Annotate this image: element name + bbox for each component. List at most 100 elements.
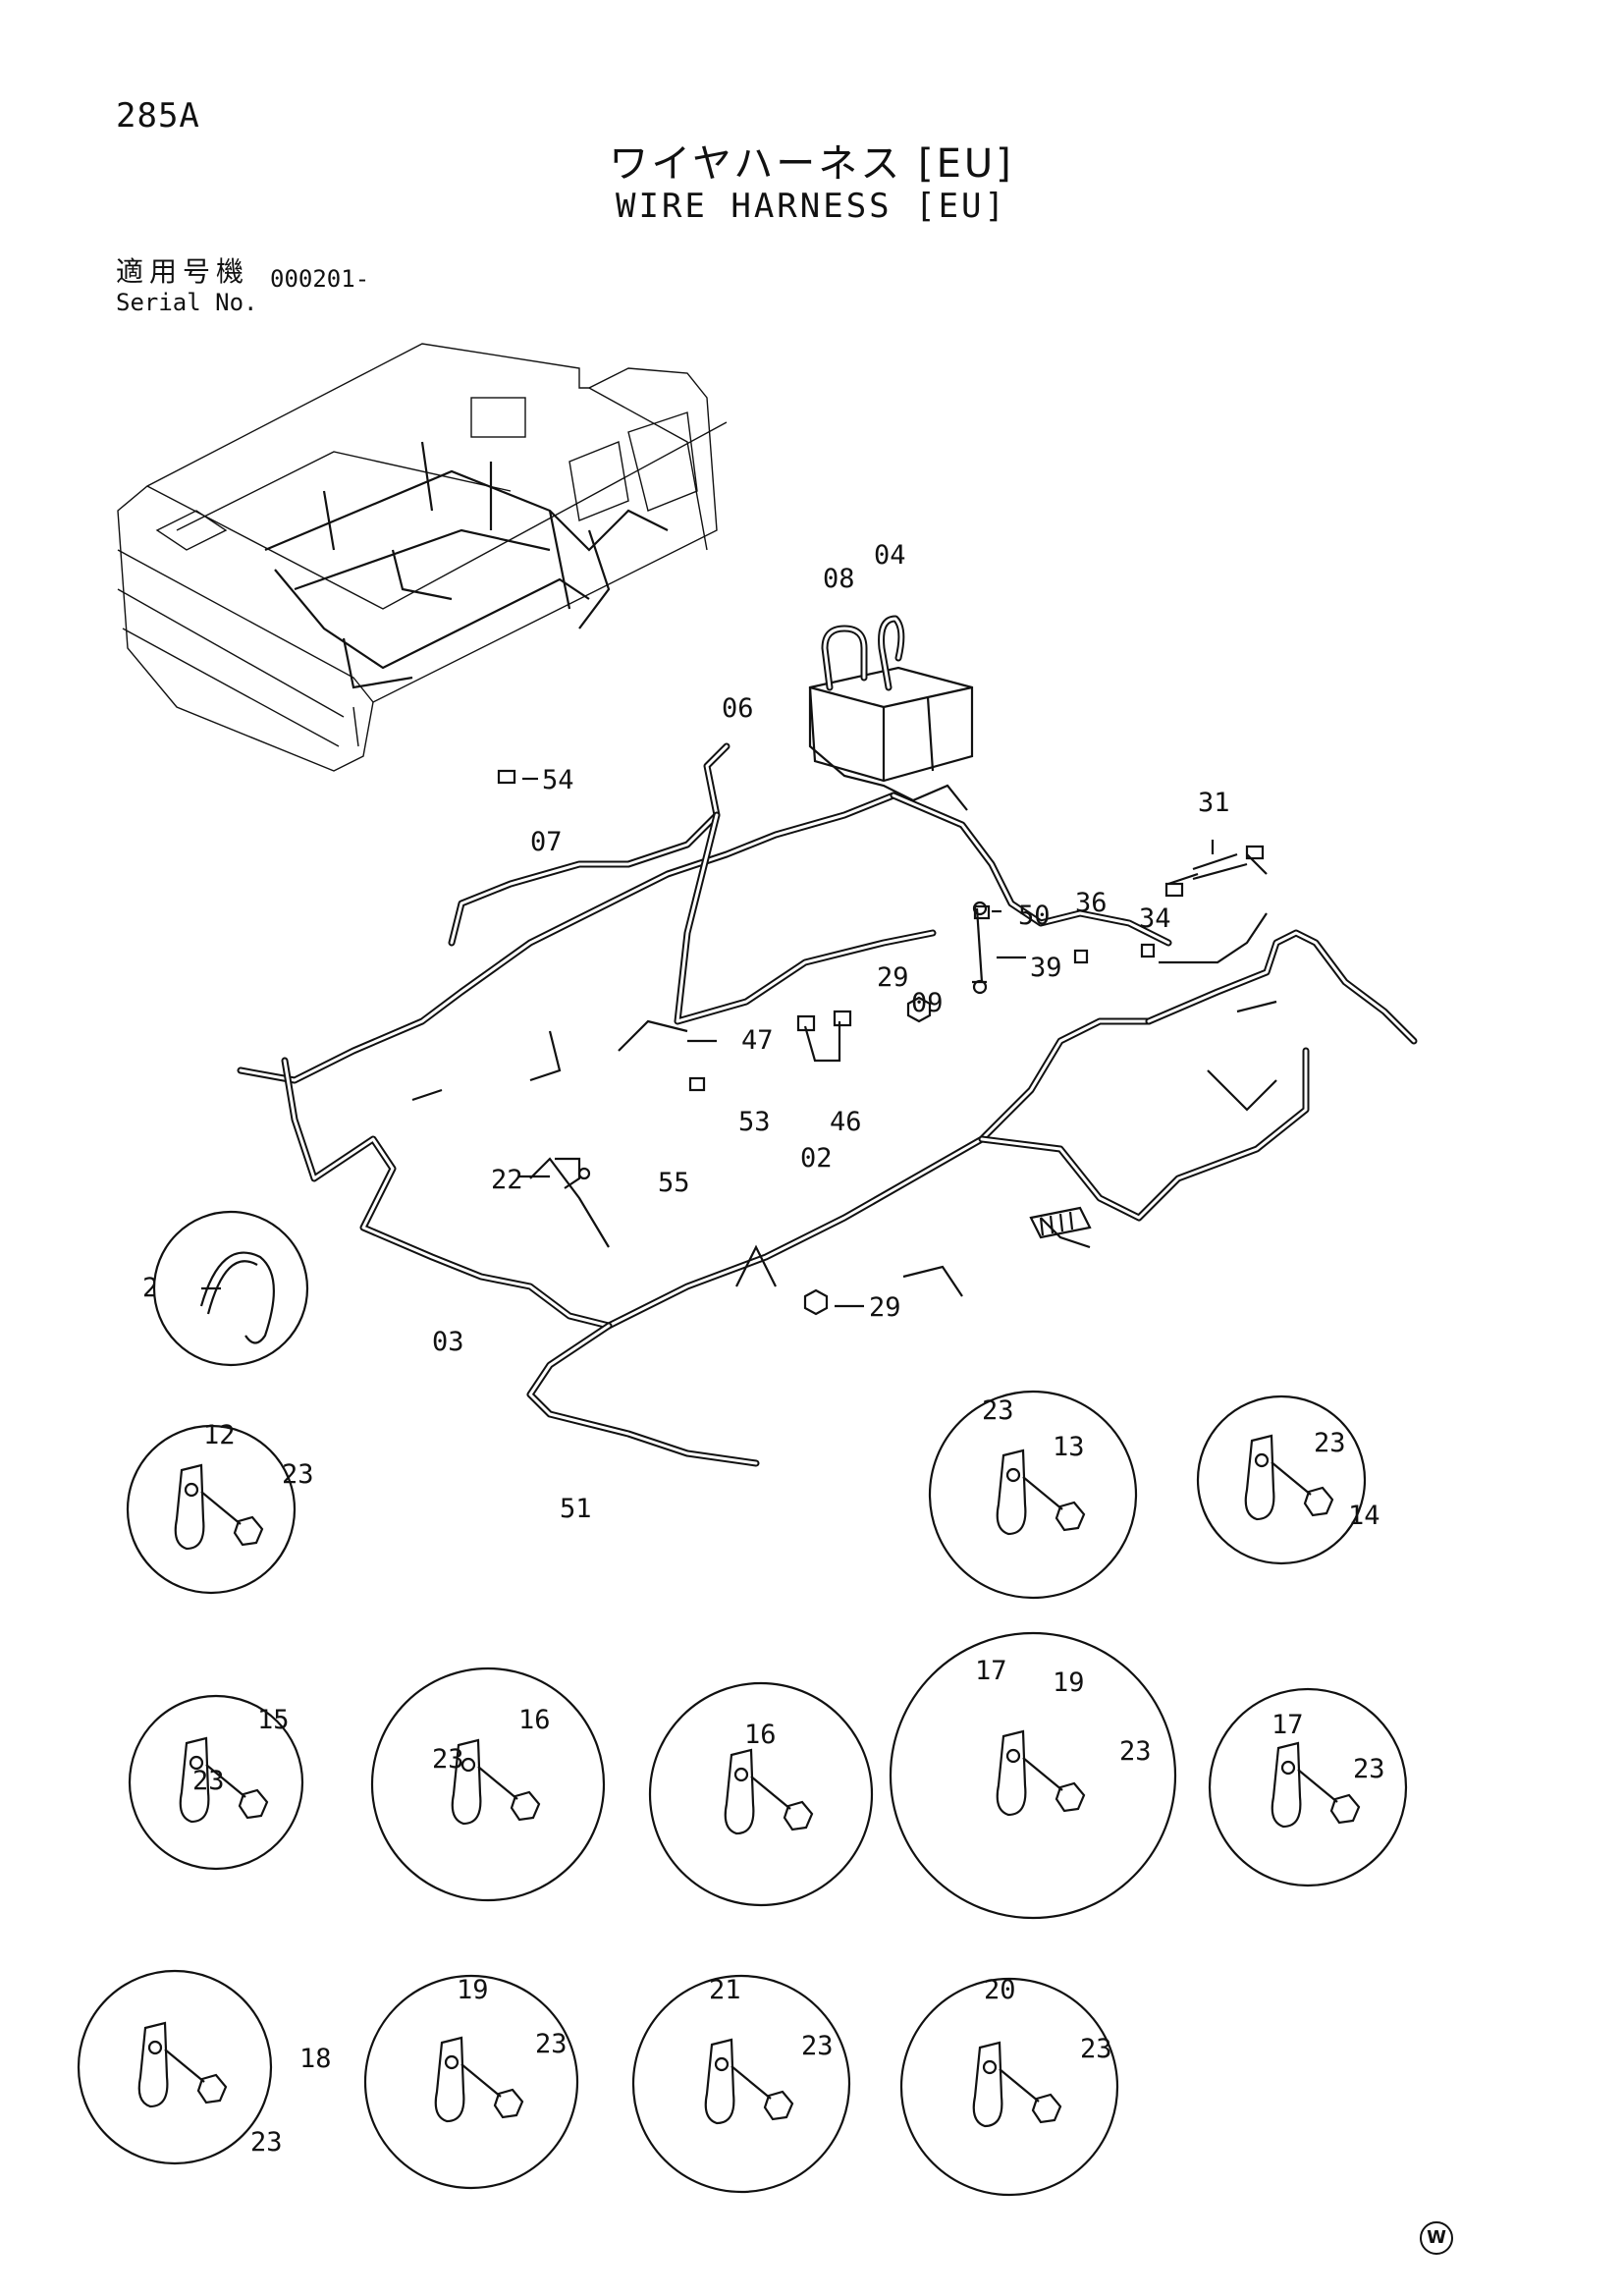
bolt-shank <box>1022 1476 1063 1510</box>
clamp-hole <box>1005 1467 1021 1483</box>
clamp-shape <box>1244 1434 1275 1521</box>
clamp-label-20: 20 <box>984 1975 1016 2005</box>
detail-circle-clamp-13: 23 13 <box>928 1390 1138 1600</box>
callout-29-upper: 29 <box>877 962 909 993</box>
bolt-shank <box>1022 1757 1063 1791</box>
serial-label-english: Serial No. <box>116 289 258 316</box>
callout-46: 46 <box>830 1107 862 1137</box>
callout-54: 54 <box>542 765 574 795</box>
callout-labels: 08 04 06 54 07 31 36 34 50 39 29 09 47 5… <box>142 540 1268 1524</box>
callout-55: 55 <box>658 1168 690 1198</box>
clamp-label-19: 19 <box>1053 1667 1085 1698</box>
bolt-shank <box>200 1491 242 1525</box>
callout-50: 50 <box>1018 901 1051 931</box>
small-part-sketches <box>497 769 1265 1316</box>
callout-22: 22 <box>491 1165 523 1195</box>
clamp-shape <box>704 2038 735 2125</box>
detail-circle-clamp-16b: 16 <box>648 1681 874 1907</box>
clamp-label-23: 23 <box>282 1459 314 1490</box>
callout-02: 02 <box>800 1143 833 1174</box>
clamp-label-23: 23 <box>1353 1754 1385 1784</box>
detail-circle-outline <box>126 1424 297 1595</box>
clamp-label-16: 16 <box>518 1705 551 1735</box>
serial-number-value: 000201- <box>270 265 370 293</box>
clamp-shape <box>996 1729 1027 1817</box>
clamp-hole <box>1280 1760 1296 1776</box>
bolt-head <box>763 2090 794 2121</box>
clamp-label-16: 16 <box>744 1720 777 1750</box>
callout-47: 47 <box>741 1025 774 1056</box>
clamp-hole <box>189 1755 204 1771</box>
detail-circle-outline <box>77 1969 273 2165</box>
bolt-head <box>1055 1501 1086 1532</box>
detail-circle-outline <box>648 1681 874 1907</box>
clamp-label-14: 14 <box>1348 1501 1380 1531</box>
bolt-head <box>1055 1781 1086 1813</box>
clamp-hole <box>444 2054 460 2070</box>
detail-circle-outline <box>928 1390 1138 1600</box>
main-harness <box>237 742 1418 1467</box>
clamp-label-18: 18 <box>299 2044 332 2074</box>
bolt-shank <box>999 2068 1040 2103</box>
bolt-shank <box>1297 1769 1338 1803</box>
clamp-label-23: 23 <box>250 2127 283 2158</box>
clamp-shape <box>179 1736 210 1824</box>
clamp-label-19: 19 <box>457 1975 489 2005</box>
clamp-label-23: 23 <box>432 1744 464 1775</box>
clamp-shape <box>724 1748 755 1835</box>
bolt-head <box>510 1790 541 1822</box>
callout-53: 53 <box>738 1107 771 1137</box>
clamp-hole <box>460 1757 476 1773</box>
detail-circle-outline <box>370 1667 606 1902</box>
clamp-label-17: 17 <box>1271 1710 1304 1740</box>
detail-circle-outline <box>889 1631 1177 1920</box>
clamp-shape <box>451 1738 482 1826</box>
bolt-shank <box>205 1764 246 1798</box>
clamp-shape <box>174 1463 205 1551</box>
clamp-label-15: 15 <box>257 1705 290 1735</box>
callout-06: 06 <box>722 693 754 724</box>
clamp-label-23: 23 <box>192 1766 225 1796</box>
clamp-shape <box>996 1449 1027 1536</box>
bolt-head <box>238 1788 269 1820</box>
callout-31: 31 <box>1198 788 1230 818</box>
bolt-shank <box>730 2065 772 2100</box>
clamp-hole <box>184 1482 199 1498</box>
clamp-shape <box>137 2021 169 2108</box>
bolt-shank <box>164 2049 205 2083</box>
callout-07: 07 <box>530 827 563 857</box>
title-japanese: ワイヤハーネス [EU] <box>609 141 1014 187</box>
clamp-label-23: 23 <box>535 2029 568 2059</box>
bolt-head <box>1031 2093 1062 2124</box>
clamp-hole <box>1005 1748 1021 1764</box>
page-number: 285A <box>116 96 200 136</box>
clamp-shape <box>1271 1741 1302 1829</box>
clamp-hole <box>733 1767 749 1782</box>
bolt-shank <box>460 2063 502 2098</box>
bolt-head <box>233 1515 264 1547</box>
title-english: WIRE HARNESS [EU] <box>616 187 1007 226</box>
clamp-label-13: 13 <box>1053 1432 1085 1462</box>
detail-circle-outline <box>363 1974 579 2190</box>
clamp-hole <box>1254 1452 1270 1468</box>
clamp-hole <box>982 2059 998 2075</box>
clamp-label-23: 23 <box>1119 1736 1152 1767</box>
bolt-shank <box>1271 1461 1312 1496</box>
callout-09: 09 <box>911 988 944 1018</box>
serial-label-japanese: 適用号機 <box>116 255 250 288</box>
clamp-label-21: 21 <box>709 1975 741 2005</box>
bolt-head <box>196 2073 228 2105</box>
bolt-head <box>783 1800 814 1831</box>
watermark-mark: W <box>1420 2221 1453 2255</box>
bolt-shank <box>750 1776 791 1810</box>
detail-circle-outline <box>128 1694 304 1871</box>
callout-03: 03 <box>432 1327 464 1357</box>
clamp-label-23: 23 <box>982 1395 1014 1426</box>
